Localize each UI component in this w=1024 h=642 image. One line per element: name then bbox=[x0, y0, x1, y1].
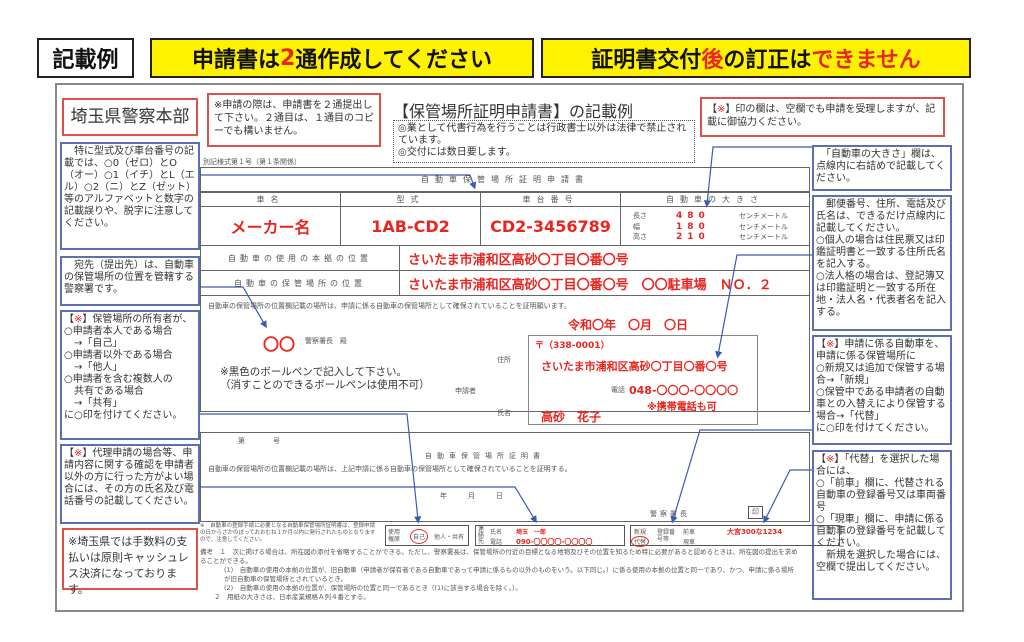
doc-title: 【保管場所証明申請書】の記載例 bbox=[393, 102, 634, 121]
asterisk-note: 【※】印の欄は、空欄でも申請を受理しますが、記載に御協力ください。 bbox=[700, 97, 945, 137]
option-replace[interactable]: 代替 bbox=[631, 536, 650, 547]
reg-label: 登録番号等 bbox=[657, 529, 676, 543]
contact-phone[interactable]: 090-〇〇〇〇-〇〇〇〇 bbox=[516, 538, 593, 546]
chassis-value[interactable]: CD2-3456789 bbox=[480, 206, 621, 246]
note-replace-numbers: 【※】「代替」を選択した場合には、 ○「前車」欄に、代替される自動車の登録番号又… bbox=[812, 450, 952, 600]
cashless-note: ※埼玉県では手数料の支払いは原則キャッシュレス決済になっております。 bbox=[62, 528, 198, 596]
cert-request: 自動車の保管場所の位置欄記載の場所は、申請に係る自動車の保管場所として確保されて… bbox=[208, 302, 571, 310]
usage-right-box: 使用権原 自己 他人・共有 bbox=[385, 525, 469, 546]
size-unit: センチメートル bbox=[739, 212, 788, 220]
note-line: ◎交付には数日要します。 bbox=[398, 147, 516, 158]
prev-label: 前車 bbox=[683, 529, 696, 536]
banner-text: 証明書交付 bbox=[591, 48, 702, 73]
name-label: 氏名 bbox=[497, 409, 511, 417]
application-date[interactable]: 令和〇年 〇月 〇日 bbox=[568, 318, 689, 332]
applicant-label: 申請者 bbox=[455, 387, 476, 395]
remarks: 備考 １ 次に掲げる場合は、所在図の添付を省略することができる。ただし、警察署長… bbox=[200, 548, 800, 602]
col-model: 型式 bbox=[340, 192, 481, 207]
example-label: 記載例 bbox=[37, 38, 134, 78]
size-label: 高さ bbox=[633, 233, 647, 241]
note-size: 「自動車の大きさ」欄は、点線内に右詰めで記載してください。 bbox=[812, 145, 952, 191]
note-destination: 宛先（提出先）は、自動車の保管場所の位置を管轄する警察署です。 bbox=[60, 256, 200, 306]
two-copies-note: ※申請の際は、申請書を２通提出して下さい。２通目は、１通目のコピーでも構いません… bbox=[207, 93, 381, 147]
banner-no-correction: 証明書交付後の訂正はできません bbox=[541, 38, 971, 78]
banner-text: の訂正は bbox=[723, 48, 812, 73]
note-proxy: 【※】代理申請の場合等、申請内容に関する確認を申請者以外の方に行った方がよい場合… bbox=[60, 444, 200, 524]
pen-note: ※黒色のボールペンで記入して下さい。 （消すことのできるボールペンは使用不可） bbox=[220, 366, 430, 391]
banner-number: 2 bbox=[280, 45, 296, 71]
note-line: ◎業として代書行為を行うことは行政書士以外は法律で禁止されています。 bbox=[398, 123, 687, 146]
col-chassis: 車台番号 bbox=[480, 192, 621, 207]
width-value[interactable]: 180 bbox=[676, 221, 710, 232]
contact-box: 連絡先 氏名 埼玉 一郎 電話 090-〇〇〇〇-〇〇〇〇 bbox=[475, 525, 625, 546]
cert-date: 年 月 日 bbox=[440, 492, 503, 500]
col-car-name: 車名 bbox=[200, 192, 341, 207]
contact-phone-label: 電話 bbox=[490, 539, 503, 546]
postal[interactable]: 〒（338-0001） bbox=[535, 341, 610, 351]
remark-line: (1) 自動車の使用の本拠の位置が、旧自動車（申請者が保有者である自動車であって… bbox=[224, 566, 794, 583]
note-address: 郵便番号、住所、電話及び氏名は、できるだけ点線内に記載してください。 ○個人の場… bbox=[812, 195, 952, 331]
length-value[interactable]: 480 bbox=[676, 211, 710, 221]
remark-line: (2) 自動車の使用の本拠の位置が、保管場所の位置と同一であるとき（(1)に該当… bbox=[224, 584, 522, 592]
name-value[interactable]: 高砂 花子 bbox=[541, 410, 602, 424]
option-self[interactable]: 自己 bbox=[410, 529, 429, 544]
note-ownership: 【※】保管場所の所有者が、 ○申請者本人である場合 →「自己」 ○申請者以外であ… bbox=[60, 310, 200, 440]
remark-line: ２ 用紙の大きさは、日本産業規格Ａ列４番とする。 bbox=[214, 593, 370, 601]
phone-label: 電話 bbox=[611, 386, 625, 394]
document-frame bbox=[55, 83, 964, 612]
dotted-note: ◎業として代書行為を行うことは行政書士以外は法律で禁止されています。◎交付には数… bbox=[393, 120, 695, 163]
prev-car-value[interactable]: 大宮300な1234 bbox=[727, 528, 783, 536]
number-label: 第 号 bbox=[238, 437, 280, 445]
mobile-note: ※携帯電話も可 bbox=[647, 402, 717, 413]
police-hq: 埼玉県警察本部 bbox=[62, 98, 198, 136]
size-unit: センチメートル bbox=[739, 233, 788, 241]
base-value[interactable]: さいたま市浦和区高砂〇丁目〇番〇号 bbox=[399, 245, 810, 271]
form-heading: 自動車保管場所証明申請書 bbox=[200, 167, 810, 192]
applicant-box: 〒（338-0001） さいたま市浦和区高砂〇丁目〇番〇号 電話 048-〇〇〇… bbox=[528, 335, 758, 425]
option-other[interactable]: 他人・共有 bbox=[434, 534, 465, 541]
banner-text: できません bbox=[811, 48, 921, 73]
banner-text: 申請書は bbox=[191, 48, 280, 73]
address-value[interactable]: さいたま市浦和区高砂〇丁目〇番〇号 bbox=[541, 360, 728, 373]
base-label: 自動車の使用の本拠の位置 bbox=[200, 245, 400, 271]
phone-value[interactable]: 048-〇〇〇-〇〇〇〇 bbox=[629, 384, 739, 397]
cert-text: 自動車の保管場所の位置欄記載の場所は、上記申請に係る自動車の保管場所として確保さ… bbox=[208, 465, 572, 473]
registration-box: 新規 代替 登録番号等 前車 現車 大宮300な1234 bbox=[630, 525, 840, 547]
certificate-section bbox=[200, 432, 810, 522]
remark-line: 備考 １ 次に掲げる場合は、所在図の添付を省略することができる。ただし、警察署長… bbox=[200, 548, 798, 565]
cur-label: 現車 bbox=[683, 539, 696, 546]
banner-text: 通作成してください bbox=[295, 48, 492, 73]
contact-label: 連絡先 bbox=[478, 526, 485, 545]
option-new[interactable]: 新規 bbox=[634, 529, 647, 536]
col-size: 自動車の大きさ bbox=[620, 192, 810, 207]
car-name-value[interactable]: メーカー名 bbox=[200, 206, 341, 246]
size-label: 幅 bbox=[633, 222, 640, 231]
seal-box: 印 bbox=[748, 506, 763, 519]
size-label: 長さ bbox=[633, 212, 647, 220]
chief-label: 警察署長 殿 bbox=[305, 337, 347, 345]
address-label: 住所 bbox=[497, 356, 511, 364]
height-value[interactable]: 210 bbox=[676, 232, 710, 242]
contact-name[interactable]: 埼玉 一郎 bbox=[516, 529, 547, 536]
usage-right-label: 使用権原 bbox=[388, 529, 401, 543]
size-unit: センチメートル bbox=[739, 222, 788, 231]
note-chassis: 特に型式及び車台番号の記載では、○0（ゼロ）とO（オー）○1（イチ）とL（エル）… bbox=[60, 142, 200, 250]
storage-label: 自動車の保管場所の位置 bbox=[200, 270, 400, 296]
fine-note: ※ 自動車の登録手続に必要となる自動車保管場所証明書は、登録申請の日からさかのぼ… bbox=[200, 523, 376, 543]
contact-name-label: 氏名 bbox=[490, 529, 503, 536]
form-ref: 別記様式第１号（第１条関係） bbox=[203, 158, 301, 166]
storage-value[interactable]: さいたま市浦和区高砂〇丁目〇番〇号 〇〇駐車場 ＮＯ．２ bbox=[399, 270, 810, 296]
note-new-replace: 【※】申請に係る自動車を、申請に係る保管場所に ○新規又は追加で保管する場合→「… bbox=[812, 335, 952, 445]
police-station-value[interactable]: 〇〇 bbox=[263, 335, 296, 354]
cert-heading: 自動車保管場所証明書 bbox=[425, 452, 545, 460]
model-value[interactable]: 1AB-CD2 bbox=[340, 206, 481, 246]
banner-text: 後 bbox=[701, 48, 724, 73]
cert-chief: 警察署長 bbox=[650, 510, 690, 518]
